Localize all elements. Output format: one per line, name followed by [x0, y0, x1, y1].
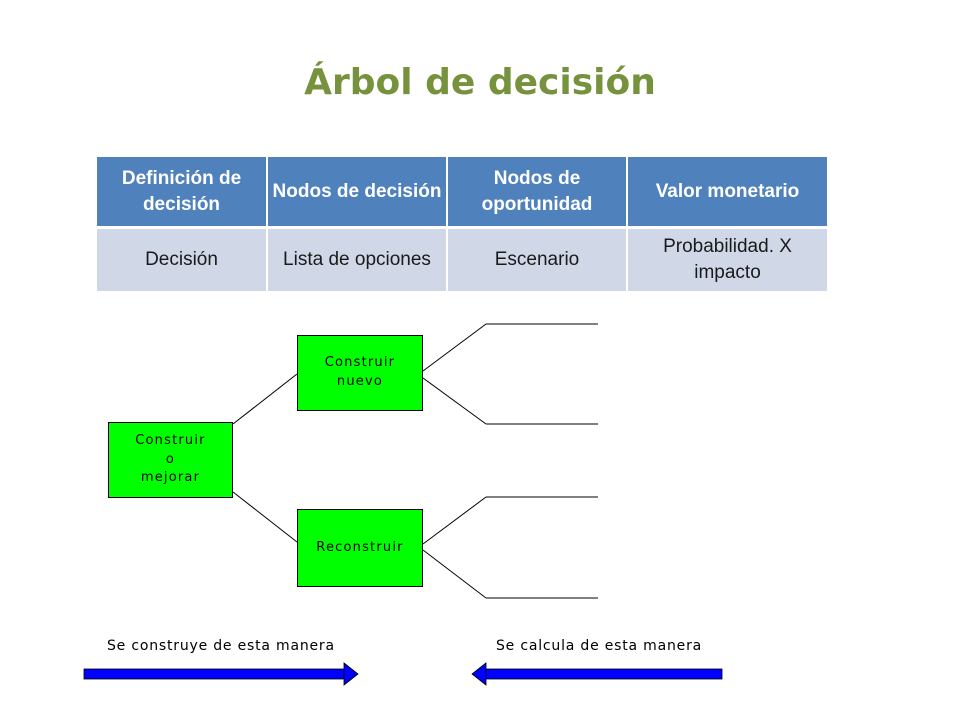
cell-options: Lista de opciones — [267, 227, 448, 291]
edge-bottom-up — [422, 496, 487, 545]
cell-scenario: Escenario — [447, 227, 628, 291]
header-decision-nodes: Nodos de decisión — [267, 157, 448, 229]
caption-calculate: Se calcula de esta manera — [496, 638, 703, 654]
edge-top-up — [422, 323, 487, 372]
header-monetary-value: Valor monetario — [627, 157, 827, 229]
table-header-row: Definición de decisión Nodos de decisión… — [97, 157, 827, 229]
node-root: Construir o mejorar — [108, 422, 233, 498]
page-title: Árbol de decisión — [304, 62, 656, 103]
arrow-right — [83, 662, 359, 686]
table-row: Decisión Lista de opciones Escenario Pro… — [97, 227, 827, 291]
node-rebuild: Reconstruir — [297, 509, 423, 587]
caption-construct: Se construye de esta manera — [107, 638, 335, 654]
cell-decision: Decisión — [97, 227, 268, 291]
edge-bottom-down — [422, 549, 487, 599]
edge-top-down — [422, 377, 487, 425]
edge-root-top — [232, 373, 298, 425]
header-chance-nodes: Nodos de oportunidad — [447, 157, 628, 229]
cell-probability: Probabilidad. X impacto — [627, 227, 827, 291]
edge-root-bottom — [232, 491, 298, 543]
arrow-left — [471, 662, 723, 686]
node-build-new: Construir nuevo — [297, 335, 423, 411]
header-definition: Definición de decisión — [97, 157, 268, 229]
definition-table: Definición de decisión Nodos de decisión… — [97, 157, 827, 291]
